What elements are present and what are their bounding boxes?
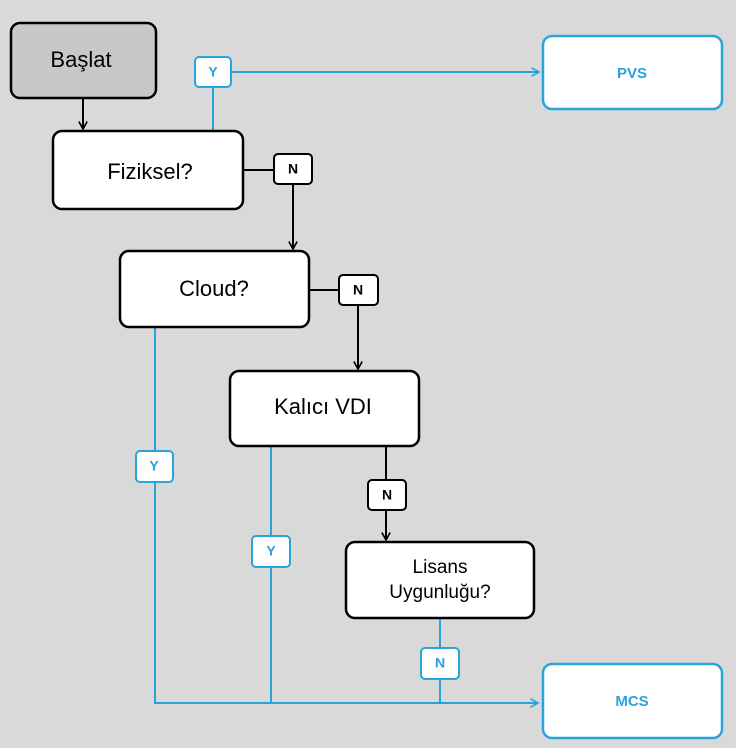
badge-vdi-no-label: N [382, 487, 392, 503]
badge-physical-yes-label: Y [208, 64, 218, 80]
node-persistent-vdi-label: Kalıcı VDI [274, 394, 372, 419]
node-persistent-vdi: Kalıcı VDI [228, 369, 421, 448]
node-cloud-label: Cloud? [179, 276, 249, 301]
badge-vdi-yes-label: Y [266, 543, 276, 559]
badge-vdi-yes: Y [251, 535, 291, 568]
badge-cloud-yes: Y [135, 450, 174, 483]
node-mcs: MCS [541, 662, 724, 740]
badge-cloud-yes-label: Y [149, 458, 159, 474]
node-start-label: Başlat [50, 47, 111, 72]
badge-physical-yes: Y [194, 56, 232, 88]
edge-physical-yes-to-pvs [212, 72, 539, 131]
badge-license-no-label: N [435, 655, 445, 671]
node-license-label-line2: Uygunluğu? [389, 582, 490, 603]
badge-vdi-no: N [367, 479, 407, 511]
badge-cloud-no: N [338, 274, 379, 306]
node-physical-label: Fiziksel? [107, 159, 193, 184]
node-license-label-line1: Lisans [413, 557, 468, 578]
node-pvs: PVS [541, 34, 724, 111]
node-pvs-label: PVS [617, 65, 647, 82]
node-cloud: Cloud? [118, 249, 311, 329]
badge-physical-no: N [273, 153, 313, 185]
node-mcs-label: MCS [615, 693, 648, 710]
badge-license-no: N [420, 647, 460, 680]
badge-cloud-no-label: N [353, 282, 363, 298]
node-license: Lisans Uygunluğu? [344, 540, 536, 620]
node-physical: Fiziksel? [51, 129, 245, 211]
badge-physical-no-label: N [288, 161, 298, 177]
node-start: Başlat [9, 21, 158, 100]
